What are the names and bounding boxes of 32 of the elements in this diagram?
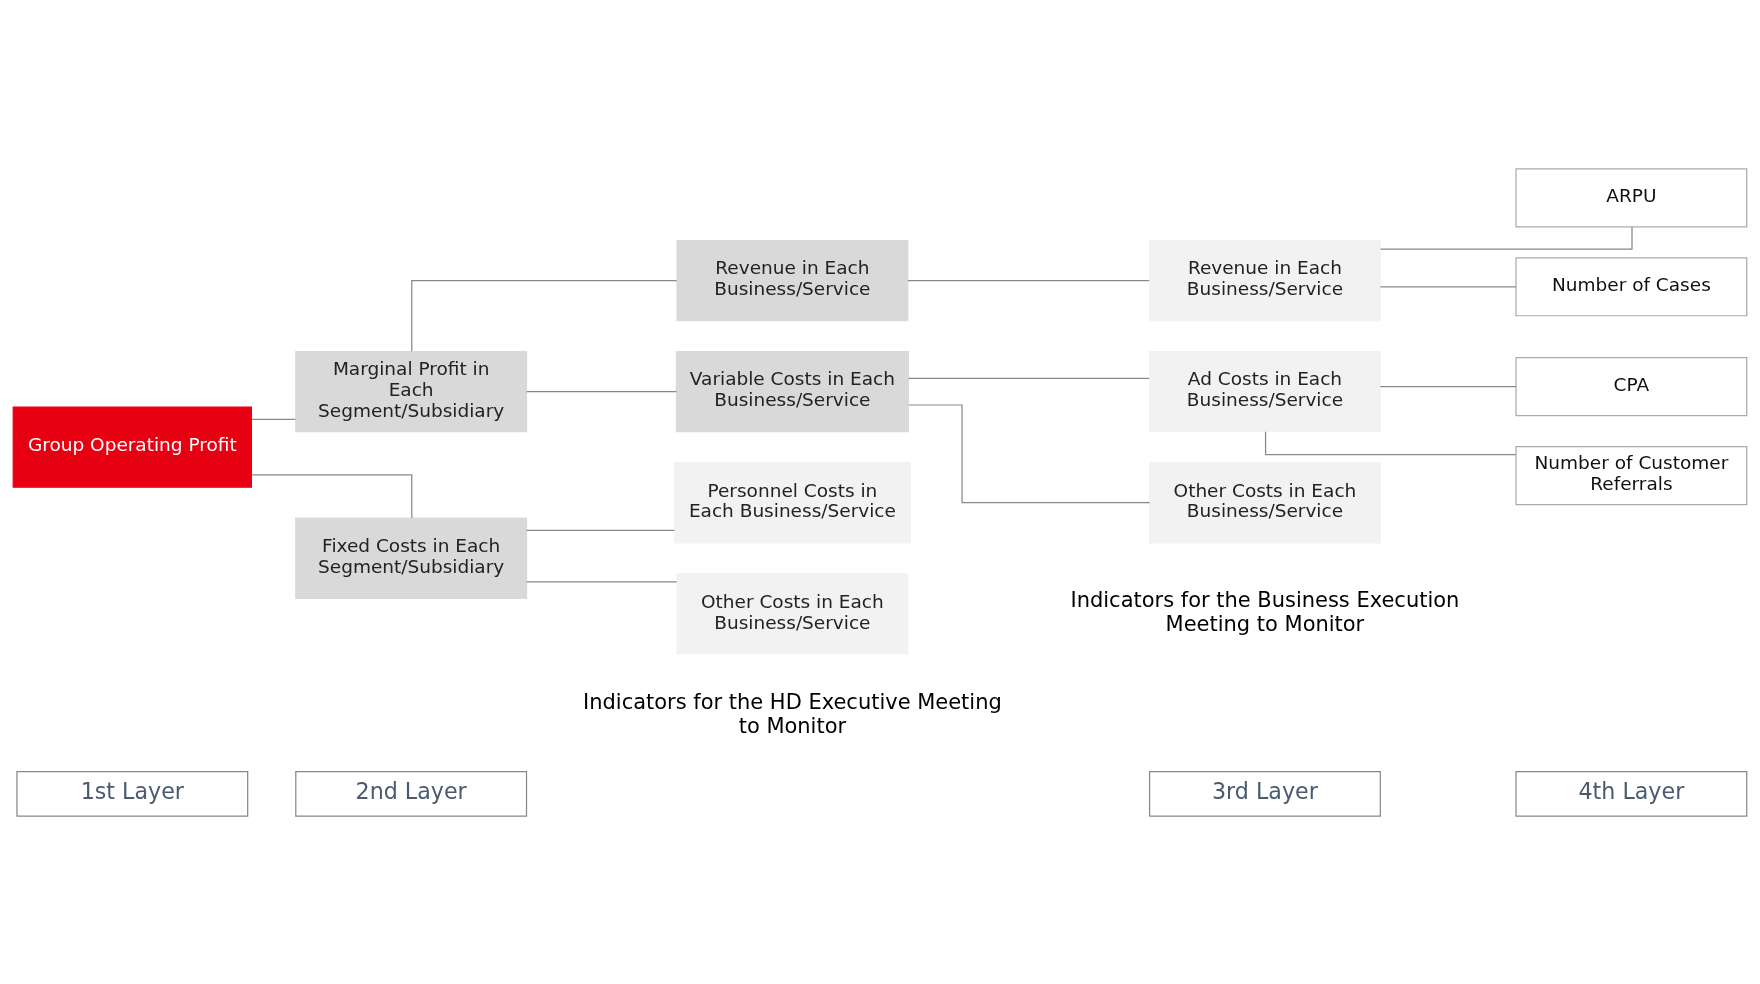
node-box: CPA [1515,356,1748,416]
connector [907,279,1150,281]
connector [1264,430,1517,455]
node-box: Other Costs in Each Business/Service [1148,461,1381,543]
connector [1379,385,1517,387]
node-box: 4th Layer [1515,770,1748,817]
connector [251,473,413,519]
connector [908,377,1150,379]
node-box: Personnel Costs in Each Business/Service [673,461,911,543]
connector [525,580,678,582]
node-box: Revenue in Each Business/Service [676,239,909,321]
label: Indicators for the HD Executive Meeting to Monitor [583,689,1002,738]
connector [251,418,297,420]
node-box: Number of Cases [1515,256,1748,316]
connector [525,390,677,392]
node-box: Number of Customer Referrals [1515,445,1748,505]
connector [411,279,678,352]
node-box: Ad Costs in Each Business/Service [1148,350,1381,432]
node-box: 1st Layer [16,770,249,817]
node-box: ARPU [1515,167,1748,228]
node-box: 2nd Layer [295,770,528,817]
node-box: 3rd Layer [1148,770,1381,817]
node-box: Fixed Costs in Each Segment/Subsidiary [295,517,528,599]
node-box: Marginal Profit in Each Segment/Subsidiary [295,350,528,432]
connector [525,529,676,531]
connector [1379,285,1517,287]
label: Indicators for the Business Execution Meeting to Monitor [1070,587,1460,635]
node-box: Group Operating Profit [12,405,252,488]
connector [908,403,1151,503]
node-box: Variable Costs in Each Business/Service [675,350,909,432]
node-box: Revenue in Each Business/Service [1148,239,1381,321]
node-box: Other Costs in Each Business/Service [676,572,909,654]
